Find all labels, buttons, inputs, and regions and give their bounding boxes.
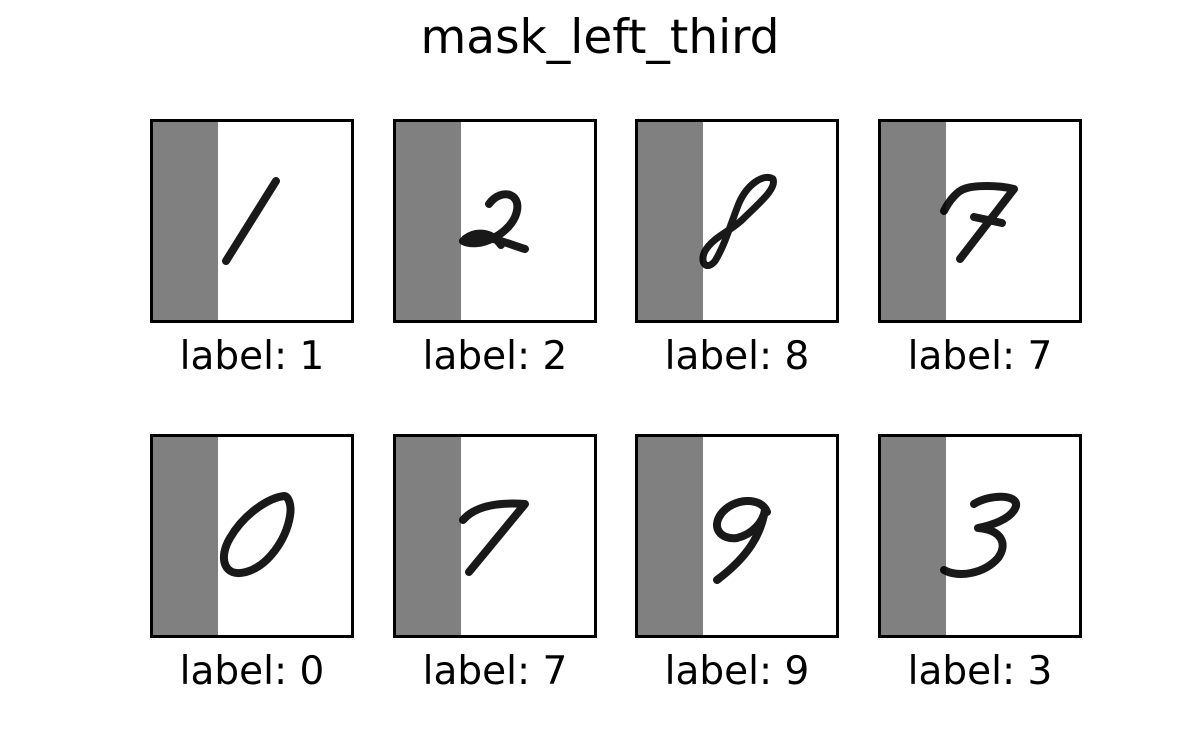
- sample-label: label: 2: [422, 334, 568, 379]
- mask-region: [635, 434, 703, 638]
- sample-label: label: 7: [907, 334, 1053, 379]
- mask-region: [393, 434, 461, 638]
- image-frame: [393, 119, 597, 323]
- mask-region: [878, 434, 946, 638]
- image-frame: [150, 119, 354, 323]
- digit-stroke: [940, 492, 1020, 578]
- masked-digit-image: [150, 434, 354, 638]
- masked-digit-image: [393, 119, 597, 323]
- mask-region: [878, 119, 946, 323]
- figure-title: mask_left_third: [420, 10, 780, 65]
- mask-region: [635, 119, 703, 323]
- image-frame: [635, 434, 839, 638]
- sample-panel-2: label: 2: [393, 119, 597, 379]
- sample-panel-6: label: 7: [393, 434, 597, 694]
- image-frame: [878, 119, 1082, 323]
- masked-digit-image: [150, 119, 354, 323]
- sample-panel-4: label: 7: [878, 119, 1082, 379]
- sample-panel-3: label: 8: [635, 119, 839, 379]
- digit-stroke: [459, 499, 529, 576]
- masked-digit-image: [878, 119, 1082, 323]
- masked-digit-image: [635, 434, 839, 638]
- image-frame: [635, 119, 839, 323]
- sample-label: label: 7: [422, 649, 568, 694]
- masked-digit-image: [635, 119, 839, 323]
- sample-label: label: 9: [664, 649, 810, 694]
- sample-panel-8: label: 3: [878, 434, 1082, 694]
- sample-label: label: 1: [179, 334, 325, 379]
- masked-digit-image: [878, 434, 1082, 638]
- digit-stroke: [459, 190, 529, 253]
- digit-stroke: [219, 492, 295, 578]
- mask-region: [150, 119, 218, 323]
- sample-panel-5: label: 0: [150, 434, 354, 694]
- digit-stroke: [222, 177, 280, 265]
- mask-region: [150, 434, 218, 638]
- digit-stroke: [699, 174, 777, 269]
- masked-digit-image: [393, 434, 597, 638]
- digit-stroke: [940, 182, 1018, 263]
- sample-panel-1: label: 1: [150, 119, 354, 379]
- sample-label: label: 8: [664, 334, 810, 379]
- image-frame: [878, 434, 1082, 638]
- image-frame: [393, 434, 597, 638]
- mask-region: [393, 119, 461, 323]
- sample-panel-7: label: 9: [635, 434, 839, 694]
- sample-label: label: 0: [179, 649, 325, 694]
- digit-stroke: [713, 496, 771, 584]
- sample-label: label: 3: [907, 649, 1053, 694]
- image-frame: [150, 434, 354, 638]
